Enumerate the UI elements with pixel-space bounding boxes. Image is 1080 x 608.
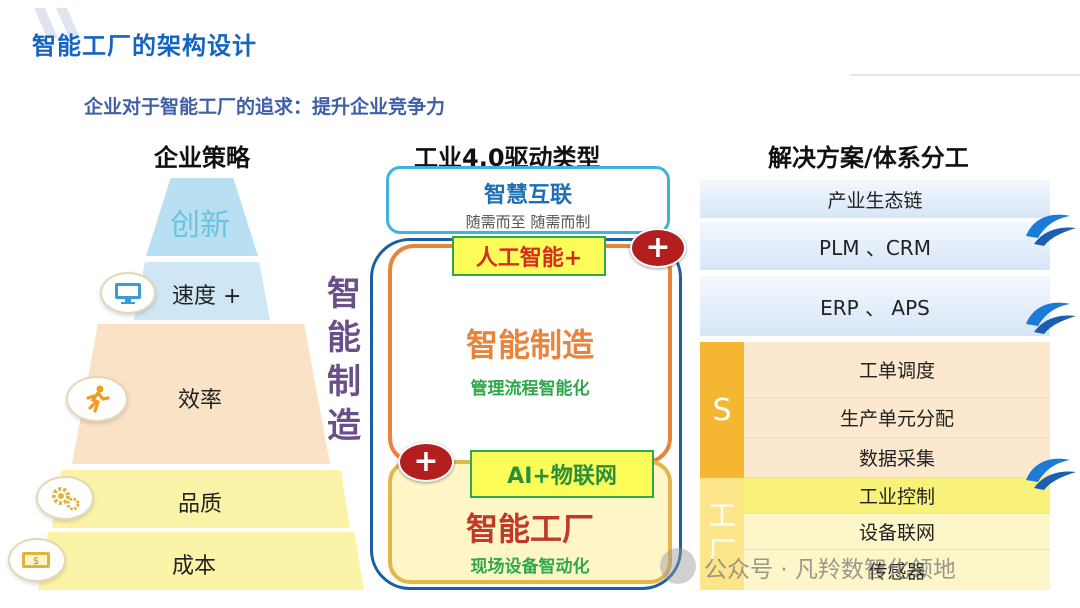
s-band-background xyxy=(744,342,1050,478)
tier-label: 效率 xyxy=(178,388,223,413)
gears-icon xyxy=(36,476,94,520)
ai-iot-label: AI+物联网 xyxy=(470,450,654,498)
vertical-char: 造 xyxy=(327,406,361,446)
row-production-unit-allocation: 生产单元分配 xyxy=(744,398,1050,438)
monitor-icon xyxy=(100,272,156,314)
s-band-label: S xyxy=(700,342,744,478)
plus-icon: + xyxy=(630,228,686,268)
band-plm-crm: PLM 、CRM xyxy=(700,222,1050,270)
column-heading-strategy: 企业策略 xyxy=(154,144,250,172)
watermark-text: 公众号 · 凡羚数智化领地 xyxy=(704,557,956,583)
vertical-char: 能 xyxy=(327,318,361,358)
swoosh-logo-icon xyxy=(1026,214,1076,246)
factory-char: 工 xyxy=(707,499,736,532)
smart-factory-title: 智能工厂 xyxy=(465,510,594,548)
tier-label: 创新 xyxy=(170,208,230,243)
pyramid-tier-cost: 成本 xyxy=(38,532,364,590)
pyramid-tier-innovation: 创新 xyxy=(146,178,258,256)
band-erp-aps: ERP 、 APS xyxy=(700,276,1050,336)
band-industry-ecosystem: 产业生态链 xyxy=(700,180,1050,218)
smart-interconnect-box: 智慧互联 随需而至 随需而制 xyxy=(386,166,670,234)
pyramid-tier-speed: 速度 + xyxy=(134,262,270,320)
factory-char: 厂 xyxy=(707,535,736,568)
smart-interconnect-caption: 随需而至 随需而制 xyxy=(465,213,591,231)
row-work-order-scheduling: 工单调度 xyxy=(744,342,1050,398)
row-sensor: 传感器 xyxy=(868,560,926,583)
tier-label: 品质 xyxy=(178,492,223,517)
swoosh-logo-icon xyxy=(1026,458,1076,490)
ai-plus-label: 人工智能+ xyxy=(452,236,606,276)
title-divider xyxy=(850,74,1080,76)
tier-label: 成本 xyxy=(172,554,217,579)
pyramid-tier-quality: 品质 xyxy=(52,470,350,528)
wechat-icon xyxy=(660,548,696,584)
smart-interconnect-title: 智慧互联 xyxy=(483,183,572,208)
page-title: 智能工厂的架构设计 xyxy=(32,32,257,60)
vertical-label-smart-manufacturing: 智 能 制 造 xyxy=(324,272,364,448)
row-data-collection: 数据采集 xyxy=(744,438,1050,478)
tier-label: 速度 + xyxy=(172,284,242,309)
smart-manufacturing-box: 智能制造 管理流程智能化 xyxy=(388,244,672,464)
page-subtitle: 企业对于智能工厂的追求：提升企业竞争力 xyxy=(84,96,446,118)
money-icon: $ xyxy=(8,538,66,582)
row-industrial-control: 工业控制 xyxy=(744,478,1050,514)
column-heading-solutions: 解决方案/体系分工 xyxy=(768,144,969,172)
factory-band-label: 工 厂 xyxy=(700,478,744,590)
smart-factory-caption: 现场设备智动化 xyxy=(470,557,590,577)
smart-manufacturing-title: 智能制造 xyxy=(465,326,594,364)
swoosh-logo-icon xyxy=(1026,302,1076,334)
svg-text:$: $ xyxy=(33,556,39,567)
row-device-networking: 设备联网 xyxy=(744,514,1050,550)
vertical-char: 智 xyxy=(327,274,361,314)
vertical-char: 制 xyxy=(327,362,361,402)
smart-manufacturing-caption: 管理流程智能化 xyxy=(470,379,590,399)
plus-icon: + xyxy=(398,442,454,482)
running-person-icon xyxy=(66,376,128,422)
